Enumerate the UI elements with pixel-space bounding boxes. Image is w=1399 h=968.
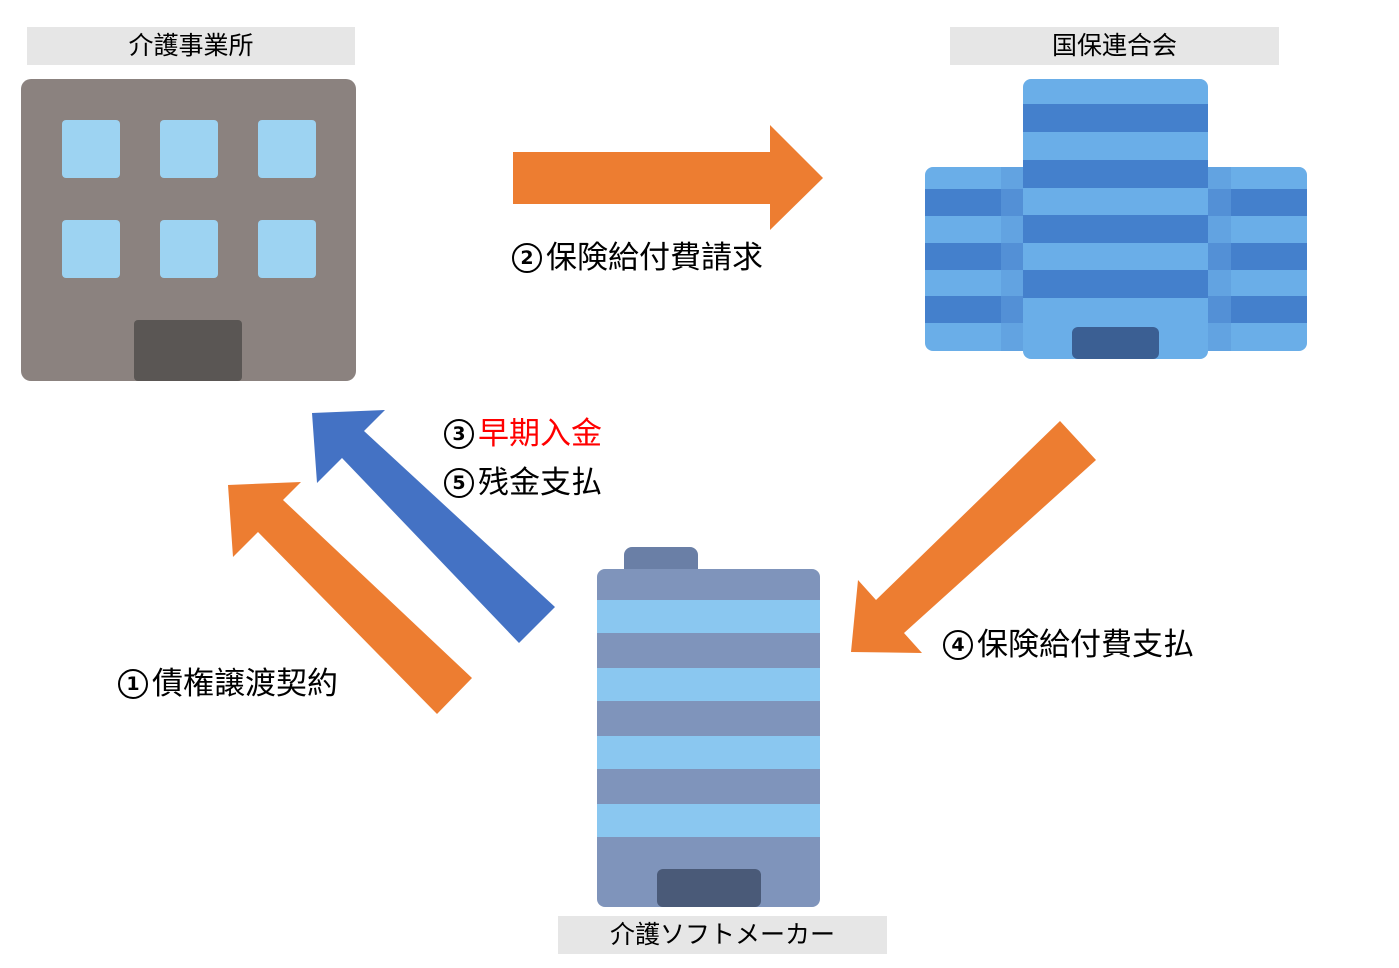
- step2-number: 2: [512, 243, 542, 273]
- step1-arrow: [228, 482, 472, 714]
- step2-arrow: [513, 125, 823, 230]
- software-maker-label: 介護ソフトメーカー: [558, 916, 887, 954]
- step4-number: 4: [943, 630, 973, 660]
- care-office-label: 介護事業所: [27, 27, 355, 65]
- step3-step5-arrow: [312, 410, 555, 643]
- federation-label: 国保連合会: [950, 27, 1279, 65]
- step4-text: 保険給付費支払: [977, 627, 1194, 663]
- step3-number: 3: [444, 419, 474, 449]
- step2-text: 保険給付費請求: [546, 240, 763, 276]
- software-maker-building-icon: [597, 547, 820, 907]
- step3-text: 早期入金: [478, 416, 602, 452]
- step5-number: 5: [444, 468, 474, 498]
- federation-building-icon: [925, 79, 1307, 359]
- step1-text: 債権譲渡契約: [152, 666, 338, 702]
- step1-number: 1: [118, 669, 148, 699]
- care-office-building-icon: [21, 79, 356, 381]
- step4-arrow: [851, 421, 1096, 653]
- step5-text: 残金支払: [478, 465, 602, 501]
